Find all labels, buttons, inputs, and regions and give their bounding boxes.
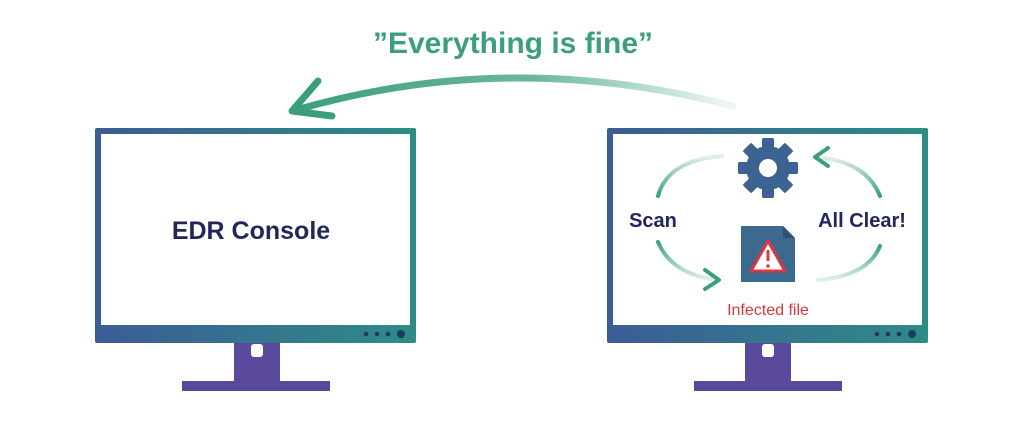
monitor-dot [374,331,380,337]
cycle-arrowhead [703,268,721,291]
monitor-stand-notch [251,344,263,357]
all-clear-label: All Clear! [818,210,906,232]
scan-cycle-arrows [656,146,882,291]
power-button-icon [397,330,405,338]
cycle-arc-top-right [814,155,882,198]
monitor-stand-base [694,381,842,391]
monitor-dot [885,331,891,337]
cycle-arrowhead [813,146,830,168]
warning-file-icon [741,226,795,282]
power-button-icon [908,330,916,338]
cycle-arc-bottom-left [656,240,720,282]
monitor-stand-notch [762,344,774,357]
monitor-dot [896,331,902,337]
right-monitor: Scan All Clear! Infected file [607,128,928,391]
monitor-dot [385,331,391,337]
cycle-arc-top-left [656,154,724,198]
gear-icon [738,138,798,198]
monitor-dot [874,331,880,337]
infected-file-label: Infected file [727,302,809,319]
scan-label: Scan [629,210,677,232]
left-monitor: EDR Console [95,128,416,391]
monitor-dot [363,331,369,337]
return-arrow-icon [288,74,737,120]
monitor-stand-base [182,381,330,391]
cycle-arc-bottom-right [816,244,882,282]
monitor-screen [101,134,410,325]
header-quote: ”Everything is fine” [373,27,653,60]
screen-title: EDR Console [172,217,330,245]
